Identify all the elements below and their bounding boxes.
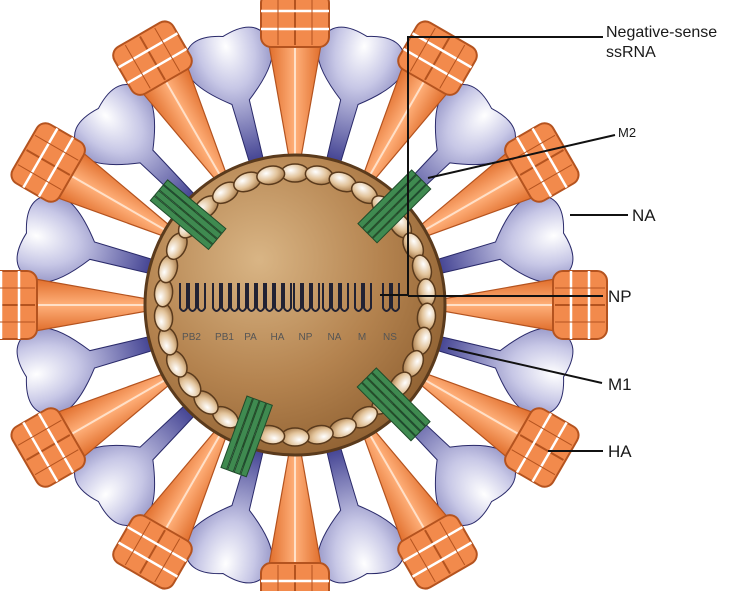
- ssrna-label-line2: ssRNA: [606, 44, 656, 61]
- ha-spike: [261, 447, 329, 591]
- labels: Negative-sense ssRNA M2 NA NP M1 HA: [606, 24, 717, 461]
- ha-spike: [437, 271, 607, 339]
- ha-label: HA: [608, 442, 632, 461]
- np-label: NP: [608, 287, 632, 306]
- rna-segment-label: NP: [299, 332, 313, 343]
- ha-spike: [261, 0, 329, 163]
- rna-segment-label: M: [358, 332, 366, 343]
- rna-segment-label: HA: [271, 332, 285, 343]
- rna-segment-label: PB2: [182, 332, 201, 343]
- rna-segment-label: PB1: [215, 332, 234, 343]
- rna-segment-label: NS: [383, 332, 397, 343]
- rna-segment-label: NA: [328, 332, 342, 343]
- m2-label: M2: [618, 125, 636, 140]
- ssrna-label-line1: Negative-sense: [606, 24, 717, 41]
- na-label: NA: [632, 206, 656, 225]
- ha-spike: [0, 271, 153, 339]
- rna-segment-label: PA: [244, 332, 257, 343]
- m1-label: M1: [608, 375, 632, 394]
